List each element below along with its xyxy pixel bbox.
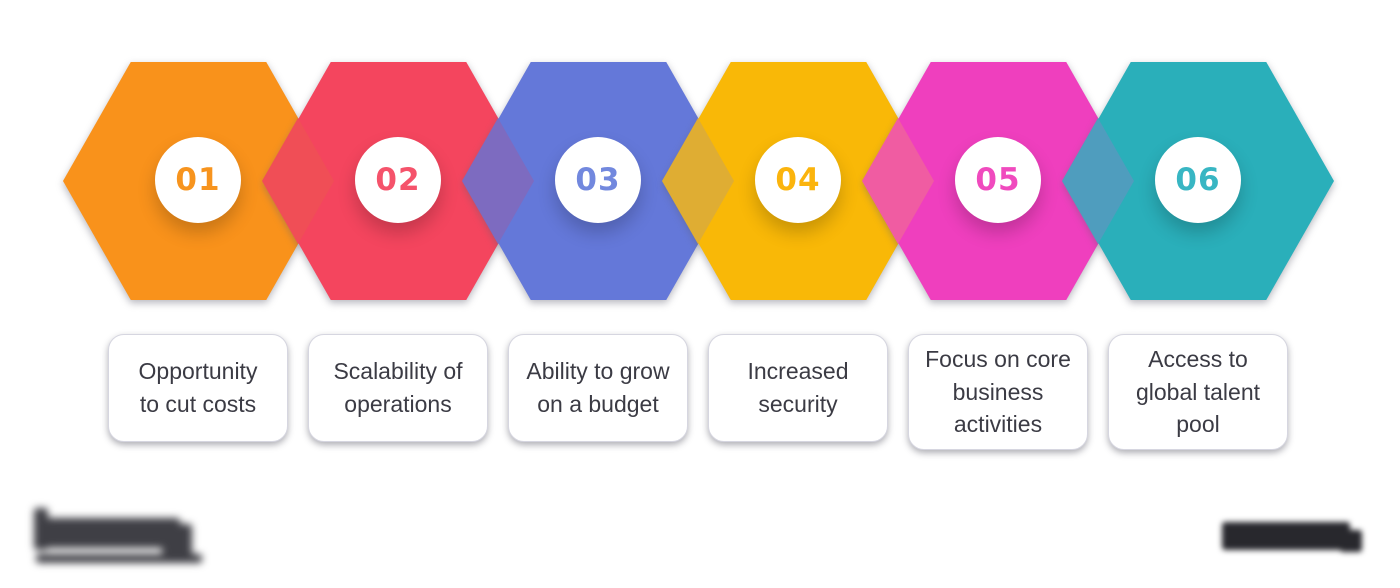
step-number-badge-6: 06 xyxy=(1155,137,1241,223)
label-text: Access to global talent pool xyxy=(1135,346,1261,438)
label-card-5: Focus on core business activities xyxy=(908,334,1088,450)
label-card-6: Access to global talent pool xyxy=(1108,334,1288,450)
logo-blur-shape xyxy=(36,554,202,563)
logo-blur-shape xyxy=(1222,522,1350,550)
step-number-badge-1: 01 xyxy=(155,137,241,223)
logo-blur-shape xyxy=(1340,530,1362,552)
label-text: Opportunity to cut costs xyxy=(138,358,258,417)
label-text: Ability to grow on a budget xyxy=(526,358,670,417)
label-card-3: Ability to grow on a budget xyxy=(508,334,688,442)
step-number: 02 xyxy=(375,162,421,198)
step-number-badge-3: 03 xyxy=(555,137,641,223)
label-card-4: Increased security xyxy=(708,334,888,442)
label-text: Scalability of operations xyxy=(333,358,463,417)
step-number: 04 xyxy=(775,162,821,198)
label-text: Increased security xyxy=(747,358,849,417)
blurred-logo-left xyxy=(34,502,209,570)
logo-blur-shape xyxy=(44,518,180,548)
label-text: Focus on core business activities xyxy=(925,346,1071,438)
label-card-1: Opportunity to cut costs xyxy=(108,334,288,442)
step-number: 05 xyxy=(975,162,1021,198)
blurred-logo-right xyxy=(1222,518,1367,562)
logo-blur-shape xyxy=(162,524,192,556)
label-card-2: Scalability of operations xyxy=(308,334,488,442)
step-number: 06 xyxy=(1175,162,1221,198)
step-number-badge-4: 04 xyxy=(755,137,841,223)
step-number: 03 xyxy=(575,162,621,198)
step-number-badge-2: 02 xyxy=(355,137,441,223)
step-number-badge-5: 05 xyxy=(955,137,1041,223)
step-number: 01 xyxy=(175,162,221,198)
